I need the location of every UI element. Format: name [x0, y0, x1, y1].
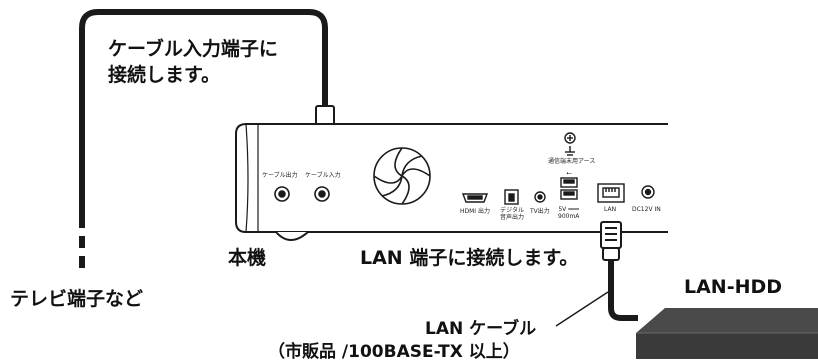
label-hdmi-out: HDMI 出力 — [460, 208, 490, 215]
callout-main-unit: 本機 — [228, 247, 267, 269]
label-digital-audio: デジタル 音声出力 — [500, 207, 524, 221]
label-usb-2: 900mA — [558, 213, 580, 220]
lan-port — [597, 183, 625, 203]
label-usb-1: 5V ═══ — [558, 206, 580, 213]
svg-text:⭠: ⭠ — [566, 169, 572, 177]
callout-lan-cable-line1: LAN ケーブル — [425, 319, 537, 339]
callout-lan-cable-line2: （市販品 /100BASE-TX 以上） — [268, 342, 520, 362]
label-tv-out: TV出力 — [530, 208, 550, 215]
label-digital-audio-1: デジタル — [500, 207, 524, 214]
fan-grille — [373, 147, 431, 205]
callout-lan-hdd: LAN-HDD — [684, 276, 783, 298]
hdmi-port — [461, 193, 489, 203]
tv-out-port — [534, 191, 546, 203]
label-digital-audio-2: 音声出力 — [500, 214, 525, 221]
dc-in-port — [641, 185, 655, 199]
callout-lan-port: LAN 端子に接続します。 — [360, 247, 579, 269]
ground-terminal — [564, 132, 576, 156]
usb-ports: ⭠ — [560, 169, 578, 200]
lan-cable — [608, 260, 638, 321]
coax-dotted — [79, 196, 85, 268]
optical-port — [504, 189, 519, 205]
label-usb: 5V ═══ 900mA — [558, 206, 579, 220]
lan-cable-leader — [555, 291, 609, 327]
label-ground: 通信端末用アース — [548, 158, 596, 165]
label-cable-out: ケーブル出力 — [262, 172, 298, 179]
callout-cable-in-line2: 接続します。 — [108, 64, 221, 86]
label-lan: LAN — [604, 206, 617, 213]
callout-tv-port: テレビ端子など — [10, 288, 144, 310]
label-dc-in: DC12V IN — [632, 206, 661, 213]
coax-cable — [79, 9, 328, 228]
lan-hdd-device — [636, 308, 818, 359]
callout-cable-in-line1: ケーブル入力端子に — [108, 38, 278, 60]
label-cable-in: ケーブル入力 — [305, 172, 341, 179]
panel-cable-connectors — [274, 186, 330, 202]
main-unit-body — [235, 123, 668, 241]
rj45-plug — [600, 221, 622, 261]
